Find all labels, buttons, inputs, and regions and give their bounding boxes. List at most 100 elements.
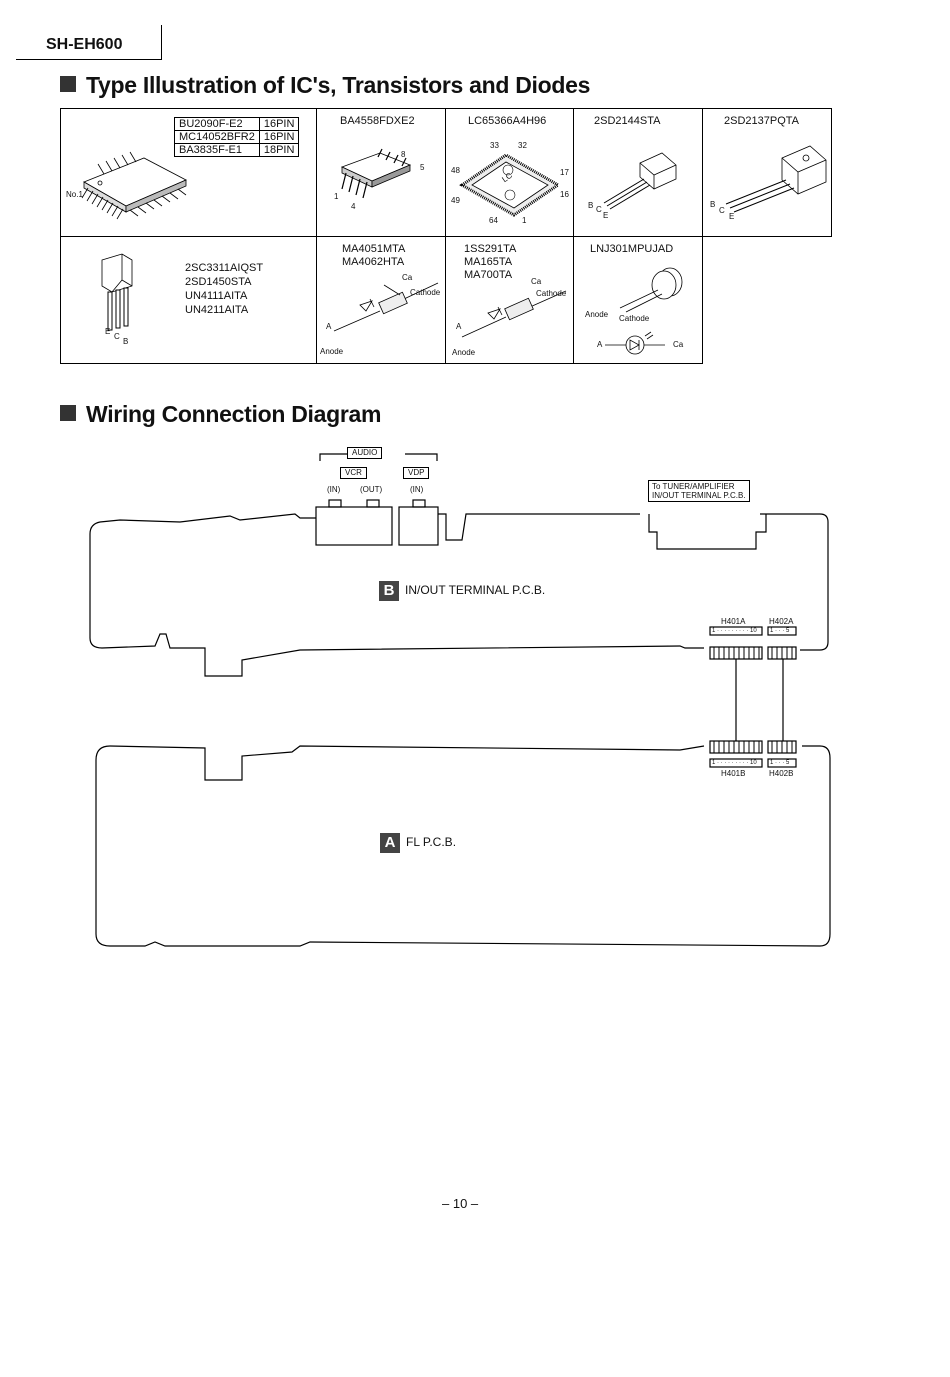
- pin-label: 17: [560, 168, 569, 177]
- part-title: LC65366A4H96: [468, 115, 547, 127]
- pin-label: 1: [522, 216, 527, 225]
- cathode-label: Cathode: [619, 314, 650, 323]
- part-title: 2SD2137PQTA: [724, 115, 800, 127]
- page-number: – 10 –: [442, 1196, 479, 1211]
- section-bullet-icon: [60, 76, 76, 92]
- board-a-badge: A: [380, 833, 400, 853]
- pin-label-emitter: E: [603, 211, 609, 220]
- transistor-part-list: 2SC3311AIQST 2SD1450STA UN4111AITA UN421…: [185, 261, 263, 317]
- vcr-label: VCR: [340, 467, 367, 479]
- tuner-label-line: To TUNER/AMPLIFIER: [652, 482, 735, 491]
- pin-label: 32: [518, 141, 527, 150]
- pin-label: 16: [560, 190, 569, 199]
- pin-label-collector: C: [596, 205, 602, 214]
- cathode-abbrev: Ca: [673, 340, 684, 349]
- pin-range-label: 1 · · · 5: [770, 628, 790, 634]
- part-number: 1SS291TA: [464, 243, 517, 255]
- pin-label-base: B: [123, 337, 129, 346]
- pin-label-emitter: E: [729, 212, 735, 221]
- board-b-label: IN/OUT TERMINAL P.C.B.: [405, 583, 546, 598]
- mini-transistor-icon: [101, 253, 133, 331]
- qfp-ic-icon: [459, 153, 561, 217]
- led-icon: [619, 267, 683, 313]
- section-title-type-illustration: Type Illustration of IC's, Transistors a…: [60, 72, 590, 99]
- audio-label: AUDIO: [347, 447, 383, 459]
- axial-diode-icon: [333, 282, 439, 332]
- board-b-badge: B: [379, 581, 399, 601]
- part-title: 2SD2144STA: [594, 115, 661, 127]
- diode-part-list: MA4051MTA MA4062HTA: [342, 243, 405, 269]
- pin-range-label: 1 · · · · · · · · · 10: [712, 628, 757, 634]
- part-number: MA4051MTA: [342, 243, 406, 255]
- anode-label: Anode: [320, 347, 344, 356]
- connector-h402a-label: H402A: [769, 617, 794, 626]
- section-bullet-icon: [60, 405, 76, 421]
- tuner-label-line: IN/OUT TERMINAL P.C.B.: [652, 491, 746, 500]
- section-title-wiring: Wiring Connection Diagram: [60, 401, 381, 428]
- header-rule: [16, 59, 162, 60]
- pin-label-collector: C: [114, 332, 120, 341]
- pin-label: 1: [334, 192, 339, 201]
- led-symbol-icon: [605, 331, 665, 355]
- pin-label-base: B: [710, 200, 716, 209]
- small-ic-icon: [340, 148, 412, 199]
- diode-part-list: 1SS291TA MA165TA MA700TA: [464, 243, 516, 282]
- section-title-text: Wiring Connection Diagram: [86, 401, 382, 427]
- part-number: MA165TA: [464, 256, 513, 268]
- connector-h401a-label: H401A: [721, 617, 746, 626]
- pin-count: 18PIN: [258, 143, 300, 157]
- vcr-in-label: (IN): [327, 485, 341, 494]
- to92-transistor-icon: [603, 152, 677, 210]
- pin-label: 4: [351, 202, 356, 211]
- anode-abbrev: A: [597, 340, 603, 349]
- pin-label: 64: [489, 216, 498, 225]
- cathode-abbrev: Ca: [402, 273, 413, 282]
- header-rule-vertical: [161, 25, 162, 60]
- part-number: 2SD1450STA: [185, 276, 252, 288]
- pin-label: 8: [401, 150, 406, 159]
- vdp-label: VDP: [403, 467, 430, 479]
- axial-diode-icon: [461, 290, 567, 338]
- sop-ic-icon: [81, 151, 187, 220]
- section-title-text: Type Illustration of IC's, Transistors a…: [86, 72, 591, 98]
- part-number: MC14052BFR2: [174, 130, 260, 144]
- vcr-out-label: (OUT): [360, 485, 383, 494]
- pin-range-label: 1 · · · 5: [770, 760, 790, 766]
- part-number: UN4211AITA: [185, 304, 249, 316]
- part-title: LNJ301MPUJAD: [590, 243, 674, 255]
- part-title: BA4558FDXE2: [340, 115, 415, 127]
- part-number: 2SC3311AIQST: [185, 262, 264, 274]
- part-number: MA4062HTA: [342, 256, 405, 268]
- to220-transistor-icon: [725, 145, 827, 213]
- connector-h402b-label: H402B: [769, 769, 794, 778]
- pin-label-base: B: [588, 201, 594, 210]
- board-b-title: B IN/OUT TERMINAL P.C.B.: [379, 581, 545, 601]
- anode-abbrev: A: [456, 322, 462, 331]
- part-number: BA3835F-E1: [174, 143, 260, 157]
- pin-count: 16PIN: [258, 117, 300, 131]
- board-a-title: A FL P.C.B.: [380, 833, 456, 853]
- pin-label-emitter: E: [105, 327, 111, 336]
- pin-label-collector: C: [719, 206, 725, 215]
- pin-range-label: 1 · · · · · · · · · 10: [712, 760, 757, 766]
- cathode-label: Cathode: [536, 289, 567, 298]
- pin1-label: No.1: [66, 190, 83, 199]
- tuner-connector-label: To TUNER/AMPLIFIER IN/OUT TERMINAL P.C.B…: [648, 480, 750, 502]
- cathode-abbrev: Ca: [531, 277, 542, 286]
- pin-label: 5: [420, 163, 425, 172]
- vdp-in-label: (IN): [410, 485, 424, 494]
- board-a-label: FL P.C.B.: [406, 835, 457, 850]
- cathode-label: Cathode: [410, 288, 441, 297]
- pin-label: 49: [451, 196, 460, 205]
- pin-label: 33: [490, 141, 499, 150]
- anode-label: Anode: [452, 348, 476, 357]
- model-number: SH-EH600: [46, 36, 123, 53]
- pin-label: 48: [451, 166, 460, 175]
- part-number: UN4111AITA: [185, 290, 248, 302]
- part-number: MA700TA: [464, 269, 513, 281]
